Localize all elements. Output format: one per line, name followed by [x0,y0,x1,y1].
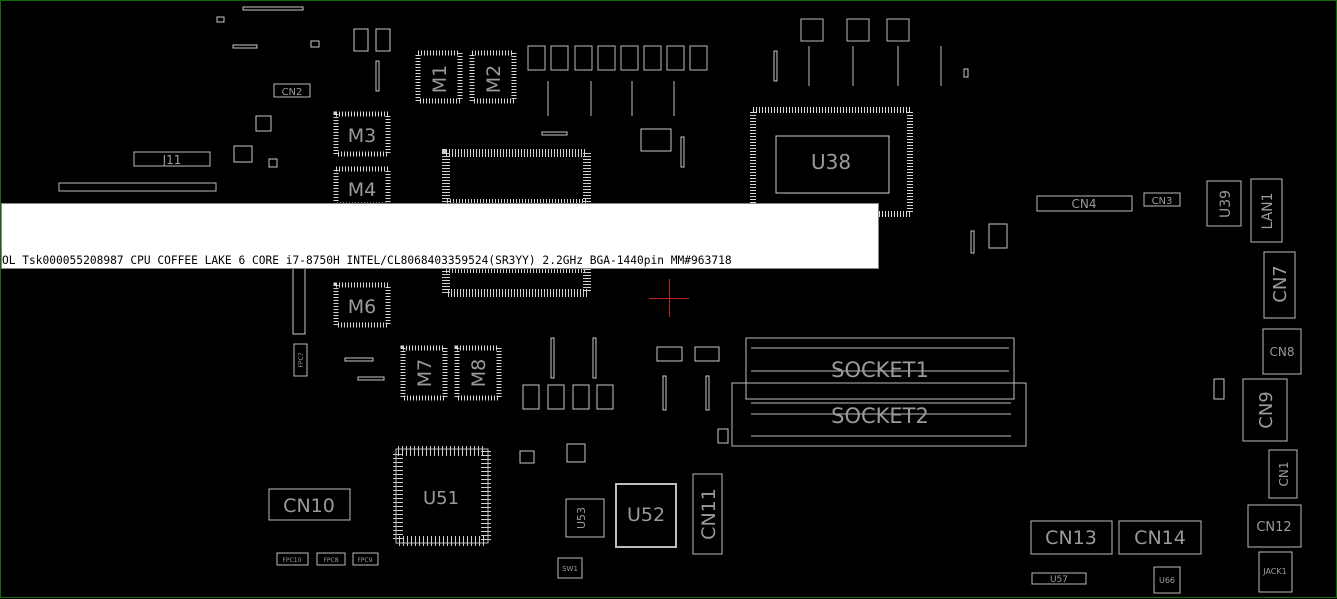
component-cn8[interactable]: CN8 [1262,328,1302,375]
label-socket2: SOCKET2 [831,404,929,428]
component-m8[interactable]: M8 [454,345,502,401]
label-cn10: CN10 [283,495,335,517]
component-lan1[interactable]: LAN1 [1250,178,1283,243]
component-cn13[interactable]: CN13 [1030,520,1113,555]
label-cn4: CN4 [1072,197,1097,211]
label-cn9: CN9 [1256,391,1277,429]
label-m8: M8 [468,359,490,387]
label-fpc7: FPC7 [298,352,305,367]
component-m3[interactable]: M3 [333,111,391,157]
label-u38: U38 [811,150,851,174]
component-cn3[interactable]: CN3 [1143,192,1181,207]
label-fpc10: FPC10 [283,557,302,564]
component-fpc10[interactable]: FPC10 [276,552,309,566]
label-cn13: CN13 [1045,527,1097,549]
component-cn4[interactable]: CN4 [1036,195,1133,212]
component-u66[interactable]: U66 [1153,566,1181,594]
label-cn1: CN1 [1277,462,1291,487]
component-socket1[interactable]: SOCKET1 [745,337,1015,400]
label-fpc8: FPC8 [323,557,338,564]
component-cn11[interactable]: CN11 [692,473,723,555]
label-cn3: CN3 [1152,196,1173,207]
label-m6: M6 [348,296,376,318]
component-cn14[interactable]: CN14 [1118,520,1202,555]
component-u53[interactable]: U53 [565,498,605,538]
label-m4: M4 [348,179,376,201]
component-cn10[interactable]: CN10 [268,488,351,521]
label-m7: M7 [414,359,436,387]
label-fpc9: FPC9 [357,557,372,564]
component-m2[interactable]: M2 [469,50,517,104]
label-cn8: CN8 [1270,345,1295,359]
component-j11[interactable]: J11 [58,151,217,192]
label-lan1: LAN1 [1260,192,1276,229]
tooltip-text: OL Tsk000055208987 CPU COFFEE LAKE 6 COR… [2,254,732,267]
component-array-top [527,18,942,116]
component-sw1[interactable]: SW1 [557,557,583,579]
scattered-passives [216,6,1225,464]
component-u52[interactable]: U52 [615,483,677,548]
component-m1[interactable]: M1 [415,50,463,104]
label-cn2: CN2 [282,87,303,98]
label-jack1: JACK1 [1262,567,1286,576]
label-sw1: SW1 [562,565,578,573]
component-cn9[interactable]: CN9 [1242,378,1288,442]
component-fpc9[interactable]: FPC9 [352,552,379,566]
label-u66: U66 [1159,576,1175,585]
component-m4[interactable]: M4 [333,166,391,208]
label-cn12: CN12 [1256,520,1291,535]
component-m6[interactable]: M6 [333,282,391,328]
cursor-crosshair-vertical [669,279,670,317]
component-jack1[interactable]: JACK1 [1258,551,1293,593]
component-info-tooltip: OL Tsk000055208987 CPU COFFEE LAKE 6 COR… [1,203,879,269]
label-u51: U51 [423,488,459,509]
component-cn1[interactable]: CN1 [1268,449,1298,499]
label-u57: U57 [1050,575,1068,585]
component-m7[interactable]: M7 [400,345,448,401]
label-m3: M3 [348,125,376,147]
label-cn11: CN11 [698,488,720,540]
component-cn7[interactable]: CN7 [1263,251,1296,319]
label-m2: M2 [483,65,505,93]
component-fpc7[interactable]: FPC7 [293,343,308,377]
label-cn14: CN14 [1134,527,1186,549]
component-u38[interactable]: U38 [750,107,913,217]
component-fpc8[interactable]: FPC8 [316,552,346,566]
label-u39: U39 [1218,190,1234,218]
label-u53: U53 [575,507,588,529]
component-u57[interactable]: U57 [1031,572,1087,585]
label-cn7: CN7 [1270,265,1291,303]
component-u51[interactable]: U51 [393,446,491,546]
component-cn2[interactable]: CN2 [273,83,311,98]
component-socket2[interactable]: SOCKET2 [731,382,1027,447]
label-j11: J11 [162,153,182,167]
label-socket1: SOCKET1 [831,358,929,382]
label-m1: M1 [429,65,451,93]
component-cn12[interactable]: CN12 [1247,504,1302,548]
label-u52: U52 [627,504,665,526]
component-u39[interactable]: U39 [1206,180,1242,227]
